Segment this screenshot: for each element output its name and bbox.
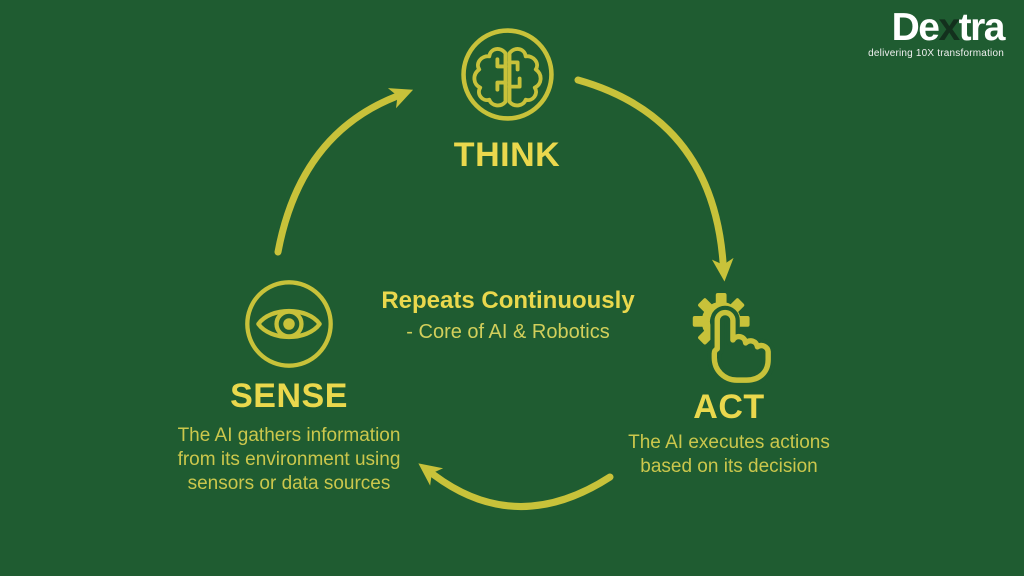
node-sense: SENSE The AI gathers information from it… <box>149 278 429 496</box>
logo-part-x: x <box>938 6 960 49</box>
eye-icon <box>245 280 333 368</box>
act-desc-line: based on its decision <box>640 456 818 477</box>
brain-icon <box>460 28 554 121</box>
logo-wordmark: Dextra <box>868 6 1006 50</box>
node-think: THINK <box>377 26 637 173</box>
arrow-think-to-act <box>574 76 734 282</box>
cycle-caption: Repeats Continuously - Core of AI & Robo… <box>348 287 668 345</box>
sense-desc-line: sensors or data sources <box>187 473 391 494</box>
node-think-label: THINK <box>453 136 561 174</box>
node-act-description: The AI executes actions based on its dec… <box>579 431 879 479</box>
act-desc-line: The AI executes actions <box>628 432 830 453</box>
node-act-label: ACT <box>693 388 765 426</box>
arrow-act-to-sense <box>418 463 614 510</box>
logo-part-de: De <box>891 6 940 49</box>
logo-tagline: delivering 10X transformation <box>868 48 1004 59</box>
cycle-caption-title: Repeats Continuously <box>381 287 635 314</box>
node-act: ACT The AI executes actions based on its… <box>579 292 879 479</box>
node-sense-label: SENSE <box>230 377 348 415</box>
logo-part-tra: tra <box>958 6 1006 49</box>
node-sense-description: The AI gathers information from its envi… <box>149 424 429 496</box>
cycle-caption-subtitle: - Core of AI & Robotics <box>406 321 610 343</box>
dextra-logo: Dextra delivering 10X transformation <box>868 6 1006 59</box>
arrow-sense-to-think <box>274 88 414 256</box>
sense-desc-line: from its environment using <box>177 449 401 470</box>
sense-desc-line: The AI gathers information <box>177 425 401 446</box>
tap-gear-icon <box>692 292 776 386</box>
